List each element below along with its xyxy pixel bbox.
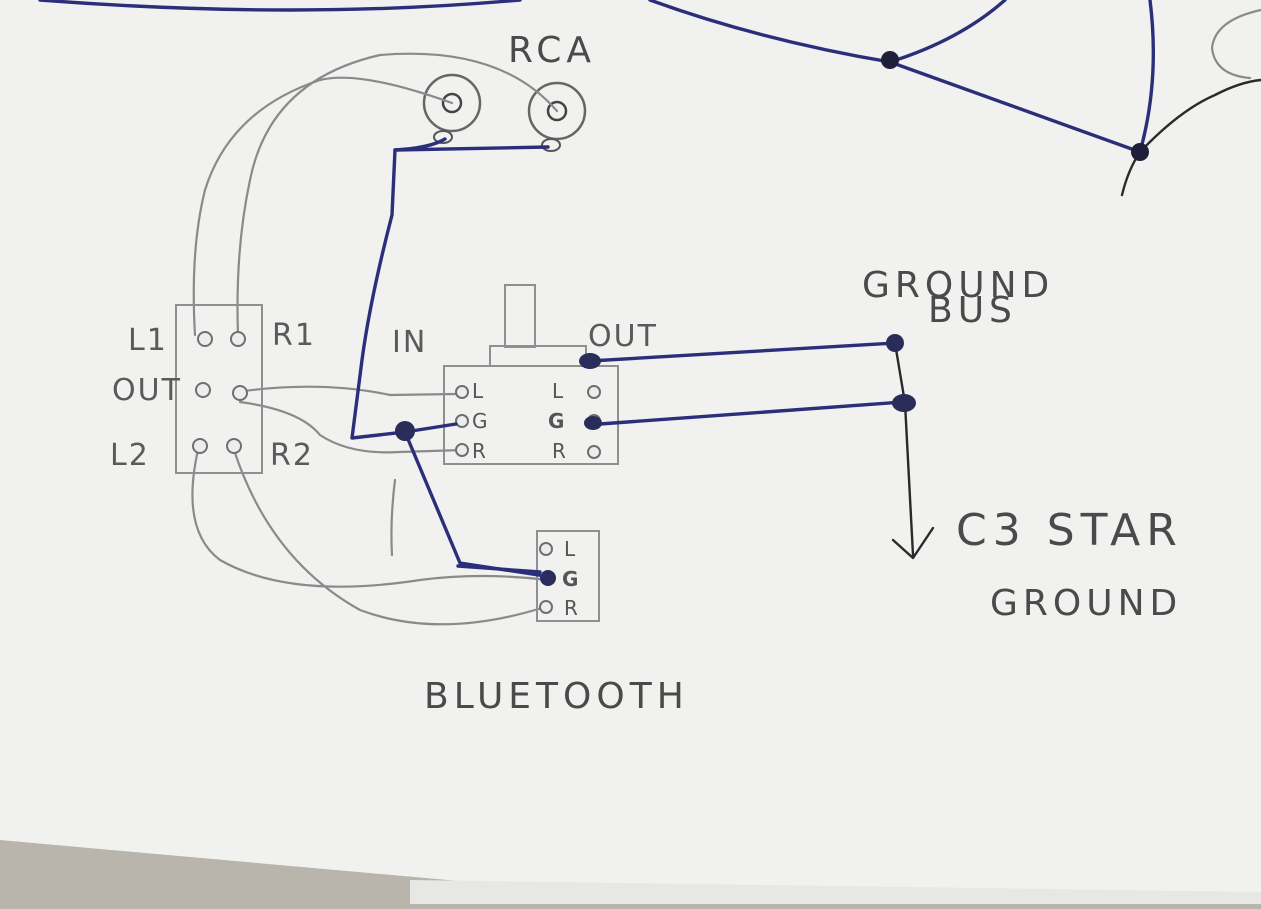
switch-in-l-label: L: [472, 379, 484, 403]
paper-edge: [410, 880, 1261, 904]
switch-in-g-label: G: [472, 409, 488, 433]
pin-out-b: [232, 385, 248, 401]
bluetooth-pin-l-label: L: [564, 537, 576, 561]
ground-bus-node-top: [886, 334, 904, 352]
pencil-wires: [191, 52, 559, 626]
rca-jack-right: [527, 81, 587, 141]
switch-out-l: [587, 385, 601, 399]
bluetooth-pin-g-label: G: [562, 567, 578, 591]
bluetooth-pin-r: [539, 600, 553, 614]
switch-out-ground-node: [579, 353, 601, 369]
top-right-wiring: [38, 0, 1261, 197]
label-ground-bus-1: GROUND: [862, 265, 1054, 306]
switch-block: L G R L G R IN OUT: [392, 284, 658, 465]
switch-body: [443, 365, 619, 465]
left-connector-block: L1 R1 OUT L2 R2: [110, 304, 316, 474]
label-l2: L2: [110, 438, 150, 473]
bluetooth-pin-r-label: R: [564, 596, 578, 620]
rca-right-tab: [541, 138, 561, 152]
rca-jack-left-center: [441, 92, 463, 114]
pin-r2: [226, 438, 242, 454]
switch-out-r: [587, 445, 601, 459]
label-star-ground-1: C3 STAR: [956, 505, 1183, 556]
label-in: IN: [392, 325, 427, 360]
ground-bus-node-bottom: [892, 394, 916, 412]
label-out-left: OUT: [112, 373, 182, 408]
bluetooth-block: L G R: [536, 530, 600, 622]
left-block-outline: [175, 304, 263, 474]
label-r1: R1: [272, 318, 316, 353]
switch-in-l: [455, 385, 469, 399]
switch-out-l-label: L: [552, 379, 564, 403]
label-star-ground-2: GROUND: [990, 583, 1182, 624]
label-out-switch: OUT: [588, 319, 658, 354]
pin-out-a: [195, 382, 211, 398]
switch-in-r-label: R: [472, 439, 486, 463]
switch-in-r: [455, 443, 469, 457]
junction-node: [881, 51, 899, 69]
label-l1: L1: [128, 323, 168, 358]
rca-jacks: [422, 73, 587, 152]
switch-in-g: [455, 414, 469, 428]
switch-g-ground-node: [584, 416, 602, 430]
pin-l2: [192, 438, 208, 454]
label-ground-bus-2: BUS: [928, 290, 1017, 331]
switch-out-r-label: R: [552, 439, 566, 463]
pin-r1: [230, 331, 246, 347]
label-r2: R2: [270, 438, 314, 473]
bluetooth-pin-g: [540, 570, 556, 586]
rca-left-tab: [433, 130, 453, 144]
label-rca: RCA: [508, 30, 596, 71]
ground-wiring: [350, 137, 935, 578]
rca-jack-left: [422, 73, 482, 133]
junction-node: [1131, 143, 1149, 161]
pin-l1: [197, 331, 213, 347]
rca-jack-right-center: [546, 100, 568, 122]
bluetooth-pin-l: [539, 542, 553, 556]
label-bluetooth: BLUETOOTH: [424, 676, 689, 717]
ground-junction: [395, 421, 415, 441]
switch-out-g-label: G: [548, 409, 564, 433]
